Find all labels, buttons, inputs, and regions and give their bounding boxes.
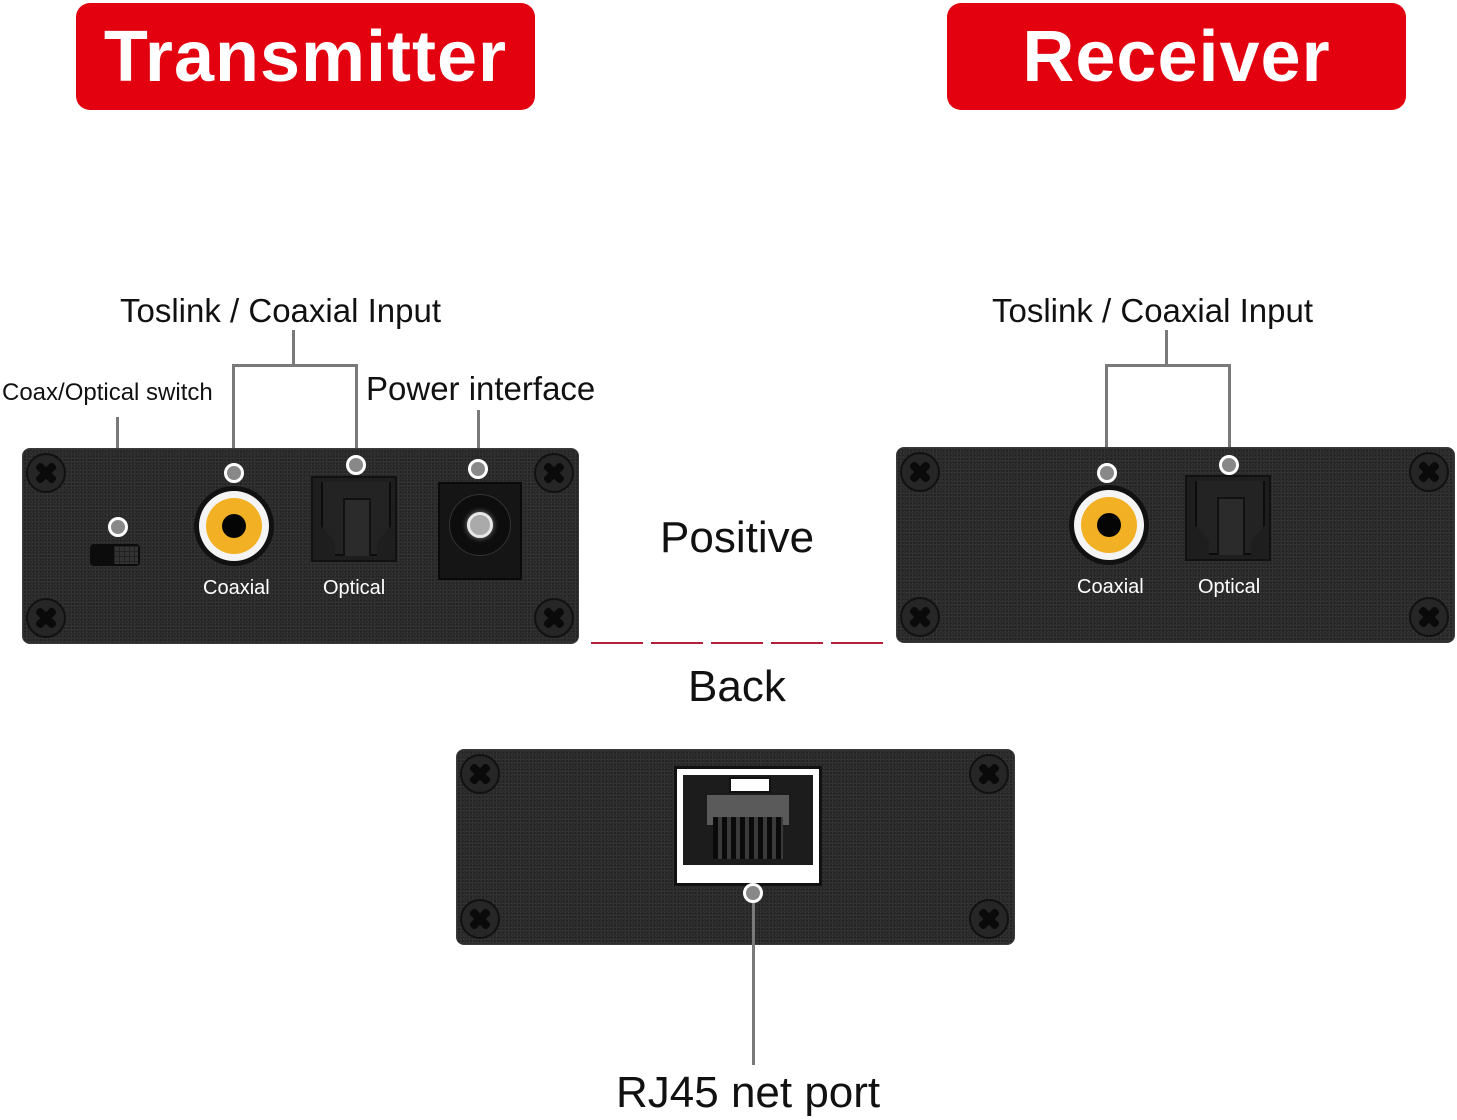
rx-input-leader-left (1105, 364, 1108, 472)
rx-coaxial-label: Coaxial (1077, 576, 1144, 598)
divider-dash (591, 642, 643, 644)
screw-icon (1409, 597, 1449, 637)
divider-dash (771, 642, 823, 644)
tx-switch-marker (108, 517, 128, 537)
tx-coaxial-port (194, 486, 274, 566)
rx-input-leader-bar (1105, 364, 1231, 367)
tx-coax-optical-switch-label: Coax/Optical switch (2, 379, 213, 406)
rx-input-leader-right (1228, 364, 1231, 464)
screw-icon (1409, 452, 1449, 492)
screw-icon (460, 899, 500, 939)
rx-input-leader-stem (1165, 330, 1168, 366)
receiver-title: Receiver (1022, 16, 1331, 97)
rx-coaxial-port (1069, 485, 1149, 565)
tx-coaxial-marker (224, 463, 244, 483)
tx-optical-marker (346, 455, 366, 475)
power-interface-port (438, 482, 522, 580)
screw-icon (26, 453, 66, 493)
rx-optical-label: Optical (1198, 576, 1261, 598)
back-panel (456, 749, 1015, 945)
transmitter-badge: Transmitter (76, 3, 535, 110)
rj45-leader (752, 903, 755, 1065)
transmitter-front-panel: Coaxial Optical (22, 448, 579, 644)
screw-icon (26, 598, 66, 638)
screw-icon (900, 597, 940, 637)
divider-dash (831, 642, 883, 644)
divider-dash (651, 642, 703, 644)
back-view-label: Back (688, 662, 786, 711)
rx-coaxial-marker (1097, 463, 1117, 483)
front-view-label: Positive (660, 513, 815, 562)
screw-icon (534, 598, 574, 638)
rj45-marker (743, 883, 763, 903)
receiver-front-panel: Coaxial Optical (896, 447, 1455, 643)
tx-input-leader-left (232, 364, 235, 472)
tx-input-leader-right (355, 364, 358, 464)
transmitter-title: Transmitter (103, 16, 508, 97)
screw-icon (900, 452, 940, 492)
tx-optical-port (311, 476, 397, 562)
rx-toslink-coaxial-input-label: Toslink / Coaxial Input (992, 292, 1313, 329)
rj45-net-port-label: RJ45 net port (616, 1068, 881, 1117)
tx-input-leader-bar (232, 364, 358, 367)
screw-icon (969, 899, 1009, 939)
rx-optical-marker (1219, 455, 1239, 475)
coax-optical-switch[interactable] (90, 544, 140, 566)
tx-power-interface-label: Power interface (366, 370, 596, 407)
tx-optical-label: Optical (323, 577, 386, 599)
switch-knob (114, 546, 138, 564)
rx-optical-port (1185, 475, 1271, 561)
screw-icon (969, 754, 1009, 794)
divider-dash (711, 642, 763, 644)
screw-icon (534, 453, 574, 493)
rj45-port (674, 766, 822, 886)
screw-icon (460, 754, 500, 794)
tx-input-leader-stem (292, 330, 295, 366)
receiver-badge: Receiver (947, 3, 1406, 110)
tx-coaxial-label: Coaxial (203, 577, 270, 599)
tx-power-leader (477, 410, 480, 468)
tx-toslink-coaxial-input-label: Toslink / Coaxial Input (120, 292, 441, 329)
tx-power-marker (468, 459, 488, 479)
